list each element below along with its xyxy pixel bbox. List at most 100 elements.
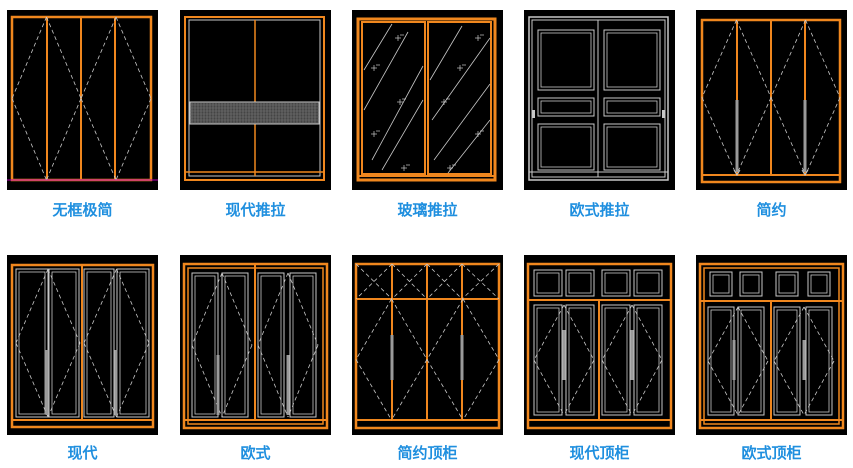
dashed-diagonal [426,359,464,421]
style-label[interactable]: 现代 [67,444,98,462]
door-panel [427,21,492,175]
style-label[interactable]: 欧式顶柜 [741,444,802,462]
dashed-diagonal [426,298,464,360]
style-card-glass-slide[interactable]: 玻璃推拉 [352,10,503,219]
inner-frame [703,267,840,425]
style-label[interactable]: 欧式推拉 [569,201,630,219]
dashed-diagonal [533,304,565,361]
frameless-door-thumbnail[interactable] [7,10,158,190]
middle-panel-inner [540,100,592,114]
simple-door-drawing [700,18,842,184]
modern-slide-door-drawing [184,16,325,181]
dashed-diagonal [191,272,223,346]
style-label[interactable]: 无框极简 [52,201,113,219]
glass-reflection-line [433,83,491,161]
style-label[interactable]: 玻璃推拉 [397,201,458,219]
door-handle [802,340,806,380]
middle-panel [603,97,661,117]
door-panel-inner [224,275,246,415]
door-panel [737,306,765,416]
top-panel-inner [742,274,760,294]
euro-top-door-thumbnail[interactable] [696,255,847,435]
style-label[interactable]: 简约 [756,201,787,219]
lower-panel-inner [540,126,592,168]
dashed-diagonal [257,272,289,346]
style-card-simple-top[interactable]: 简约顶柜 [352,255,503,462]
dashed-diagonal [461,263,500,300]
style-label[interactable]: 现代顶柜 [569,444,630,462]
door-panel [83,268,115,418]
dashed-diagonal [563,359,595,416]
door-panel-inner [292,275,314,415]
style-card-euro-slide[interactable]: 欧式推拉 [524,10,675,219]
dashed-diagonal [601,304,633,361]
upper-panel [537,29,595,91]
door-handle [45,350,49,415]
dashed-diagonal [773,360,805,416]
dashed-diagonal [805,97,841,176]
style-label[interactable]: 欧式 [240,444,271,462]
simple-door-thumbnail[interactable] [696,10,847,190]
dashed-diagonal [461,263,500,300]
dashed-diagonal [287,272,319,346]
style-card-simple[interactable]: 简约 [696,10,847,219]
door-panel-inner [740,309,762,413]
upper-panel [603,29,661,91]
door-panel [707,306,735,416]
style-card-modern-top[interactable]: 现代顶柜 [524,255,675,462]
dashed-diagonal [116,342,150,418]
door-panel-inner [18,271,46,415]
door-panel [533,304,563,416]
euro-slide-door-thumbnail[interactable] [524,10,675,190]
door-panel [257,272,285,418]
style-card-frameless[interactable]: 无框极简 [7,10,158,219]
modern-door-drawing [10,263,155,429]
dashed-diagonal [115,16,152,99]
top-panel-inner [810,274,828,294]
dashed-diagonal [15,268,49,344]
lower-panel-inner [606,126,658,168]
door-handle [732,340,736,380]
dashed-diagonal [80,16,117,99]
dashed-diagonal [11,98,47,181]
door-handle [735,100,739,172]
euro-slide-door-drawing [528,16,669,181]
style-card-modern-slide[interactable]: 现代推拉 [180,10,331,219]
modern-slide-door-thumbnail[interactable] [180,10,331,190]
dashed-diagonal [805,19,841,98]
top-panel [601,269,631,297]
door-panel [805,306,833,416]
style-label[interactable]: 简约顶柜 [397,444,458,462]
style-card-euro-top[interactable]: 欧式顶柜 [696,255,847,462]
euro-door-thumbnail[interactable] [180,255,331,435]
door-panel [601,304,631,416]
dashed-diagonal [736,97,772,176]
simple-top-door-drawing [354,262,501,430]
dashed-diagonal [563,304,595,361]
door-panel [565,304,595,416]
dashed-diagonal [15,342,49,418]
dashed-diagonal [462,298,500,360]
style-card-euro[interactable]: 欧式 [180,255,331,462]
style-label[interactable]: 现代推拉 [225,201,286,219]
top-panel [739,271,763,297]
upper-panel-inner [540,32,592,88]
door-panel-inner [194,275,216,415]
arrow-head [733,169,741,176]
top-panel [775,271,799,297]
simple-top-door-thumbnail[interactable] [352,255,503,435]
dashed-diagonal [355,359,392,421]
style-card-modern[interactable]: 现代 [7,255,158,462]
door-handle [562,330,566,380]
dashed-diagonal [391,359,428,421]
glass-slide-door-thumbnail[interactable] [352,10,503,190]
door-panel-inner [710,309,732,413]
modern-top-door-thumbnail[interactable] [524,255,675,435]
door-handle [390,335,394,380]
dashed-diagonal [631,304,663,361]
glass-reflection-line [381,99,424,171]
modern-door-thumbnail[interactable] [7,255,158,435]
dashed-diagonal [257,344,289,418]
door-handle [286,355,290,415]
top-panel [533,269,563,297]
